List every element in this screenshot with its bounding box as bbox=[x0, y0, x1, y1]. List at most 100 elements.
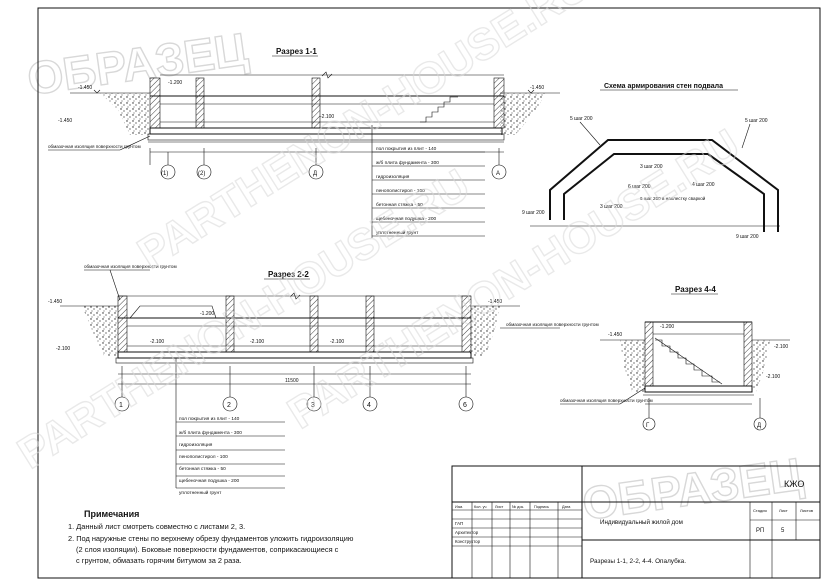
svg-text:ж/б плита фундамента - 300: ж/б плита фундамента - 300 bbox=[179, 430, 242, 436]
sheet-frame bbox=[37, 7, 821, 579]
title-block: Изм. Кол. уч Лист № док. Подпись Дата ГА… bbox=[451, 465, 821, 579]
section-2-2-axes: 1 2 3 4 6 bbox=[114, 366, 474, 412]
section-1-1-layer-legend: пол покрытия из плит - 140 ж/б плита фун… bbox=[371, 125, 485, 238]
svg-text:-2.100: -2.100 bbox=[330, 339, 344, 345]
title-block-sheets-label: Листов bbox=[800, 508, 813, 513]
section-2-2-levels: -1.450 -1.200 -2.100 -2.100 -2.100 -1.45… bbox=[48, 299, 502, 345]
svg-text:Лист: Лист bbox=[495, 505, 504, 509]
svg-text:3 шаг 200: 3 шаг 200 bbox=[640, 164, 663, 170]
section-2-2-title: Разрез 2-2 bbox=[268, 270, 309, 279]
svg-text:-1.450: -1.450 bbox=[58, 118, 72, 124]
svg-text:(1): (1) bbox=[161, 171, 168, 177]
svg-text:-1.450: -1.450 bbox=[48, 299, 62, 305]
title-block-sheet-label: Лист bbox=[779, 508, 788, 513]
section-1-1: Разрез 1-1 -1.450 -1.200 -1.450 -2.100 bbox=[48, 47, 560, 238]
title-block-roles: ГАП Архитектор Конструктор bbox=[455, 521, 481, 544]
svg-text:Д: Д bbox=[313, 171, 317, 177]
wall-scheme-title: Схема армирования стен подвала bbox=[604, 83, 723, 90]
svg-text:щебеночная подушка - 200: щебеночная подушка - 200 bbox=[376, 216, 437, 222]
svg-text:пол покрытия из плит - 140: пол покрытия из плит - 140 bbox=[376, 146, 437, 152]
svg-text:-2.100: -2.100 bbox=[56, 346, 70, 352]
title-block-header: Изм. Кол. уч Лист № док. Подпись Дата bbox=[455, 505, 571, 509]
svg-text:-2.100: -2.100 bbox=[150, 339, 164, 345]
title-block-code: КЖО bbox=[784, 479, 804, 489]
title-block-drawing-title: Разрезы 1-1, 2-2, 4-4. Опалубка. bbox=[590, 557, 686, 565]
section-2-2-layer-legend: пол покрытия из плит - 140 ж/б плита фун… bbox=[175, 358, 285, 496]
svg-text:пенополистирол - 100: пенополистирол - 100 bbox=[376, 188, 425, 194]
svg-text:пенополистирол - 100: пенополистирол - 100 bbox=[179, 454, 228, 460]
watermark-sample-top: ОБРАЗЕЦ bbox=[24, 22, 251, 104]
section-2-2-waterproof-note-left: обмазочная изоляция поверхности грунтом bbox=[84, 264, 177, 269]
svg-text:пол покрытия из плит - 140: пол покрытия из плит - 140 bbox=[179, 416, 240, 422]
svg-text:6 шаг 200 в нахлестку сваркой: 6 шаг 200 в нахлестку сваркой bbox=[640, 195, 706, 201]
svg-text:-2.100: -2.100 bbox=[766, 374, 780, 380]
section-1-1-levels: -1.450 -1.200 -1.450 -2.100 -1.450 bbox=[58, 80, 544, 124]
svg-text:Г: Г bbox=[646, 423, 650, 429]
svg-text:-1.200: -1.200 bbox=[168, 80, 182, 86]
notes: Примечания 1. Данный лист смотреть совме… bbox=[68, 509, 354, 565]
notes-item-3: (2 слоя изоляции). Боковые поверхности ф… bbox=[76, 545, 339, 554]
svg-text:уплотненный грунт: уплотненный грунт bbox=[179, 489, 222, 496]
svg-text:уплотненный грунт: уплотненный грунт bbox=[376, 229, 419, 236]
watermark-sample-bottom: ОБРАЗЕЦ bbox=[579, 447, 806, 529]
section-2-2: Разрез 2-2 -1.450 -1.200 -2.100 -2.100 -… bbox=[48, 264, 599, 496]
svg-text:9 шаг 200: 9 шаг 200 bbox=[736, 234, 759, 240]
title-block-sheet: 5 bbox=[781, 528, 785, 534]
svg-text:-1.450: -1.450 bbox=[530, 85, 544, 91]
svg-text:-1.450: -1.450 bbox=[608, 332, 622, 338]
svg-text:-1.450: -1.450 bbox=[488, 299, 502, 305]
svg-text:6: 6 bbox=[463, 402, 467, 409]
section-2-2-waterproof-note-right: обмазочная изоляция поверхности грунтом bbox=[506, 322, 599, 327]
notes-item-4: с грунтом, обмазать горячим битумом за 2… bbox=[76, 556, 242, 565]
svg-text:Архитектор: Архитектор bbox=[455, 530, 479, 535]
svg-text:4: 4 bbox=[367, 402, 371, 409]
svg-text:Конструктор: Конструктор bbox=[455, 539, 481, 544]
svg-text:5 шаг 200: 5 шаг 200 bbox=[745, 118, 768, 124]
section-2-2-total-dim: 11500 bbox=[285, 378, 299, 384]
svg-text:5 шаг 200: 5 шаг 200 bbox=[570, 116, 593, 122]
svg-text:Изм.: Изм. bbox=[455, 505, 463, 509]
svg-text:бетонная стяжка - 50: бетонная стяжка - 50 bbox=[179, 466, 226, 472]
section-1-1-waterproof-note: обмазочная изоляция поверхности грунтом bbox=[48, 144, 141, 149]
notes-heading: Примечания bbox=[84, 509, 139, 519]
title-block-project: Индивидуальный жилой дом bbox=[600, 519, 683, 526]
svg-text:1: 1 bbox=[119, 402, 123, 409]
section-4-4: Разрез 4-4 -1.200 -1.450 -2.100 -2.100 Г bbox=[560, 285, 790, 431]
wall-scheme: Схема армирования стен подвала 5 шаг 200… bbox=[522, 83, 780, 240]
svg-text:Подпись: Подпись bbox=[534, 505, 549, 509]
wall-scheme-labels: 5 шаг 200 6 шаг 200 3 шаг 200 4 шаг 200 … bbox=[522, 116, 768, 240]
section-4-4-levels: -1.200 -1.450 -2.100 -2.100 bbox=[608, 324, 788, 380]
title-block-stage: РП bbox=[756, 528, 764, 534]
svg-text:9 шаг 200: 9 шаг 200 bbox=[522, 210, 545, 216]
svg-text:А: А bbox=[496, 171, 500, 177]
notes-item-1: 1. Данный лист смотреть совместно с лист… bbox=[68, 522, 245, 531]
section-4-4-title: Разрез 4-4 bbox=[675, 285, 716, 294]
svg-text:ГАП: ГАП bbox=[455, 521, 463, 526]
svg-text:3: 3 bbox=[311, 402, 315, 409]
svg-text:-1.450: -1.450 bbox=[78, 85, 92, 91]
title-block-stage-label: Стадия bbox=[753, 508, 767, 513]
svg-text:бетонная стяжка - 50: бетонная стяжка - 50 bbox=[376, 202, 423, 208]
section-4-4-axes: Г Д bbox=[642, 398, 767, 431]
section-1-1-title: Разрез 1-1 bbox=[276, 47, 317, 56]
svg-text:гидроизоляция: гидроизоляция bbox=[376, 175, 410, 180]
svg-text:6 шаг 200: 6 шаг 200 bbox=[628, 184, 651, 190]
svg-text:№ док.: № док. bbox=[512, 505, 524, 509]
svg-text:Д: Д bbox=[757, 423, 761, 429]
svg-text:Кол. уч: Кол. уч bbox=[474, 505, 486, 509]
svg-text:Дата: Дата bbox=[562, 505, 571, 509]
svg-text:щебеночная подушка - 200: щебеночная подушка - 200 bbox=[179, 478, 240, 484]
section-4-4-waterproof-note: обмазочная изоляция поверхности грунтом bbox=[560, 398, 653, 403]
svg-text:-1.200: -1.200 bbox=[200, 311, 214, 317]
svg-text:3 шаг 200: 3 шаг 200 bbox=[600, 204, 623, 210]
svg-text:(2): (2) bbox=[198, 171, 205, 177]
svg-text:ж/б плита фундамента - 300: ж/б плита фундамента - 300 bbox=[376, 160, 439, 166]
svg-text:4 шаг 200: 4 шаг 200 bbox=[692, 182, 715, 188]
svg-text:-2.100: -2.100 bbox=[774, 344, 788, 350]
section-1-1-axes: (1) (2) Д А bbox=[160, 152, 507, 180]
notes-item-2: 2. Под наружные стены по верхнему обрезу… bbox=[68, 534, 354, 543]
svg-text:-2.100: -2.100 bbox=[320, 114, 334, 120]
svg-text:-1.200: -1.200 bbox=[660, 324, 674, 330]
svg-text:гидроизоляция: гидроизоляция bbox=[179, 443, 213, 448]
